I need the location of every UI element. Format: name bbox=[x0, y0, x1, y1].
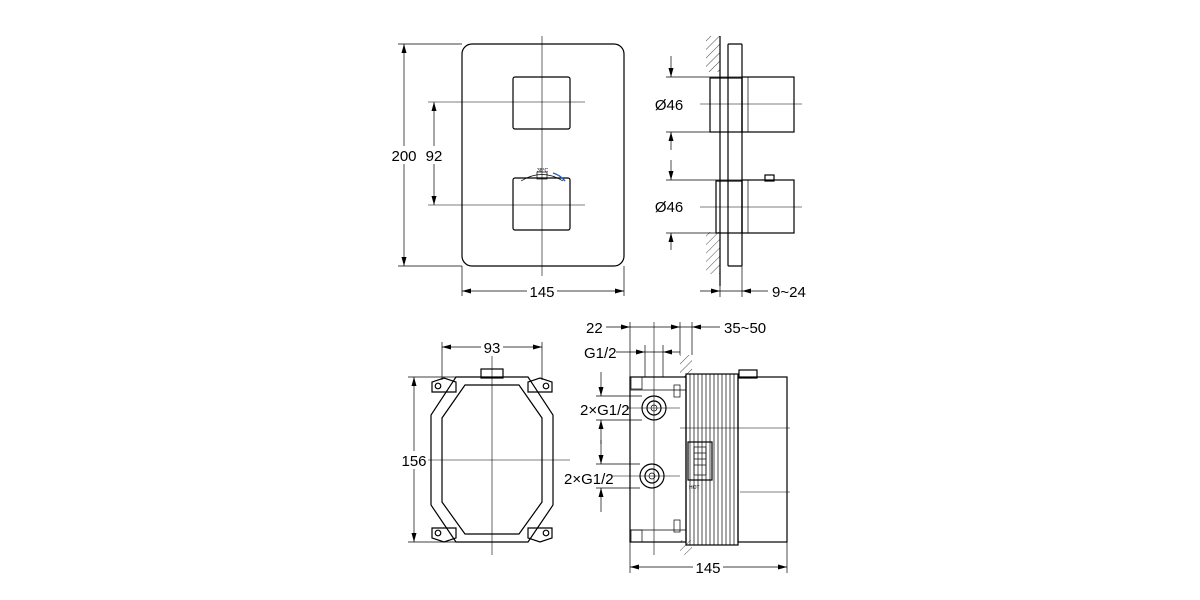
dim-200-arrow-top bbox=[401, 44, 407, 53]
top-knob-side-body bbox=[741, 76, 795, 133]
wall-hatch-bottom bbox=[706, 232, 720, 274]
box-wall-hatch-top bbox=[680, 355, 692, 377]
dim-200-arrow-bottom bbox=[401, 257, 407, 266]
mounting-ear-top-right bbox=[527, 377, 553, 393]
dim-92-label: 92 bbox=[426, 148, 443, 165]
box-top-cap bbox=[738, 369, 758, 379]
dim-2g12-top-label: 2×G1/2 bbox=[580, 402, 630, 419]
box-front-view: 93 156 bbox=[400, 339, 570, 555]
dim-145-front-arrow-right bbox=[615, 288, 624, 294]
cover-plate bbox=[461, 43, 625, 267]
temperature-stop-button bbox=[536, 171, 548, 180]
dim-145-front-arrow-left bbox=[462, 288, 471, 294]
bottom-knob bbox=[512, 177, 571, 231]
dim-92-arrow-bottom bbox=[431, 196, 437, 205]
dim-145-box-label: 145 bbox=[695, 560, 720, 577]
dim-9-24-label: 9~24 bbox=[772, 284, 806, 301]
dim-156-arrow-bottom bbox=[411, 533, 417, 542]
dim-22-label: 22 bbox=[586, 320, 603, 337]
side-view: Ø46 Ø46 9~24 bbox=[655, 36, 806, 301]
dim-93-arrow-left bbox=[442, 344, 451, 350]
dim-g12-arrow-left bbox=[636, 349, 645, 355]
dim-2g12-bottom-arrow-1 bbox=[598, 455, 604, 464]
dim-35-50-arrow bbox=[692, 324, 701, 330]
hot-label: HOT bbox=[689, 485, 700, 491]
dim-g12-arrow-right bbox=[663, 349, 672, 355]
dim-145-front-label: 145 bbox=[529, 284, 554, 301]
box-rear-tab-top bbox=[630, 376, 643, 390]
mounting-ear-bottom-left bbox=[431, 527, 457, 543]
top-knob-side-collar bbox=[709, 77, 743, 133]
dim-156-label: 156 bbox=[401, 453, 426, 470]
dim-d46-top-arrow-1 bbox=[668, 68, 674, 77]
wall-hatch-top bbox=[706, 36, 720, 72]
dim-d46-top-arrow-2 bbox=[668, 132, 674, 141]
plate-side bbox=[727, 43, 743, 267]
dim-d46-bottom-label: Ø46 bbox=[655, 199, 683, 216]
dim-93-arrow-right bbox=[533, 344, 542, 350]
box-rear-tab-bottom bbox=[630, 529, 643, 543]
dim-200-label: 200 bbox=[391, 148, 416, 165]
mounting-ear-top-left bbox=[431, 377, 457, 393]
dim-d46-bottom-arrow-1 bbox=[668, 171, 674, 180]
top-knob bbox=[512, 76, 571, 130]
label-plate-inner bbox=[693, 446, 707, 476]
dim-d46-bottom-arrow-2 bbox=[668, 233, 674, 242]
box-side-view: HOT 22 35~50 bbox=[562, 320, 790, 577]
dim-22-arrow-right bbox=[671, 324, 680, 330]
dim-9-24-arrow-left bbox=[711, 288, 720, 294]
bottom-knob-stop-button bbox=[764, 174, 775, 182]
box-clip-top bbox=[673, 384, 681, 398]
box-wall-hatch-bottom bbox=[680, 540, 692, 555]
box-front-cover bbox=[737, 376, 788, 543]
dim-2g12-top-arrow-1 bbox=[598, 387, 604, 396]
box-outer-outline bbox=[430, 376, 554, 543]
dim-145-box-arrow-right bbox=[778, 564, 787, 570]
front-view: 38°C 200 92 145 bbox=[390, 36, 625, 301]
dim-2g12-top-arrow-2 bbox=[598, 420, 604, 429]
bottom-knob-side-body bbox=[741, 179, 795, 234]
mounting-ear-bottom-right bbox=[527, 527, 553, 543]
dim-9-24-arrow-right bbox=[742, 288, 751, 294]
dim-g12-label: G1/2 bbox=[584, 345, 617, 362]
box-inner-outline bbox=[441, 384, 543, 535]
dim-92-arrow-top bbox=[431, 102, 437, 111]
dim-d46-top-label: Ø46 bbox=[655, 97, 683, 114]
temperature-stop-arc bbox=[520, 174, 564, 182]
dim-22-arrow-left bbox=[621, 324, 630, 330]
label-plate bbox=[687, 441, 713, 481]
dim-35-50-label: 35~50 bbox=[724, 320, 766, 337]
dim-2g12-bottom-label: 2×G1/2 bbox=[564, 471, 614, 488]
box-clip-bottom bbox=[673, 519, 681, 533]
dim-93-label: 93 bbox=[484, 340, 501, 357]
dim-156-arrow-top bbox=[411, 377, 417, 386]
temperature-dial-label: 38°C bbox=[537, 168, 549, 174]
dim-2g12-bottom-arrow-2 bbox=[598, 488, 604, 497]
dim-145-box-arrow-left bbox=[630, 564, 639, 570]
temperature-stop-arc-blue bbox=[552, 172, 566, 182]
